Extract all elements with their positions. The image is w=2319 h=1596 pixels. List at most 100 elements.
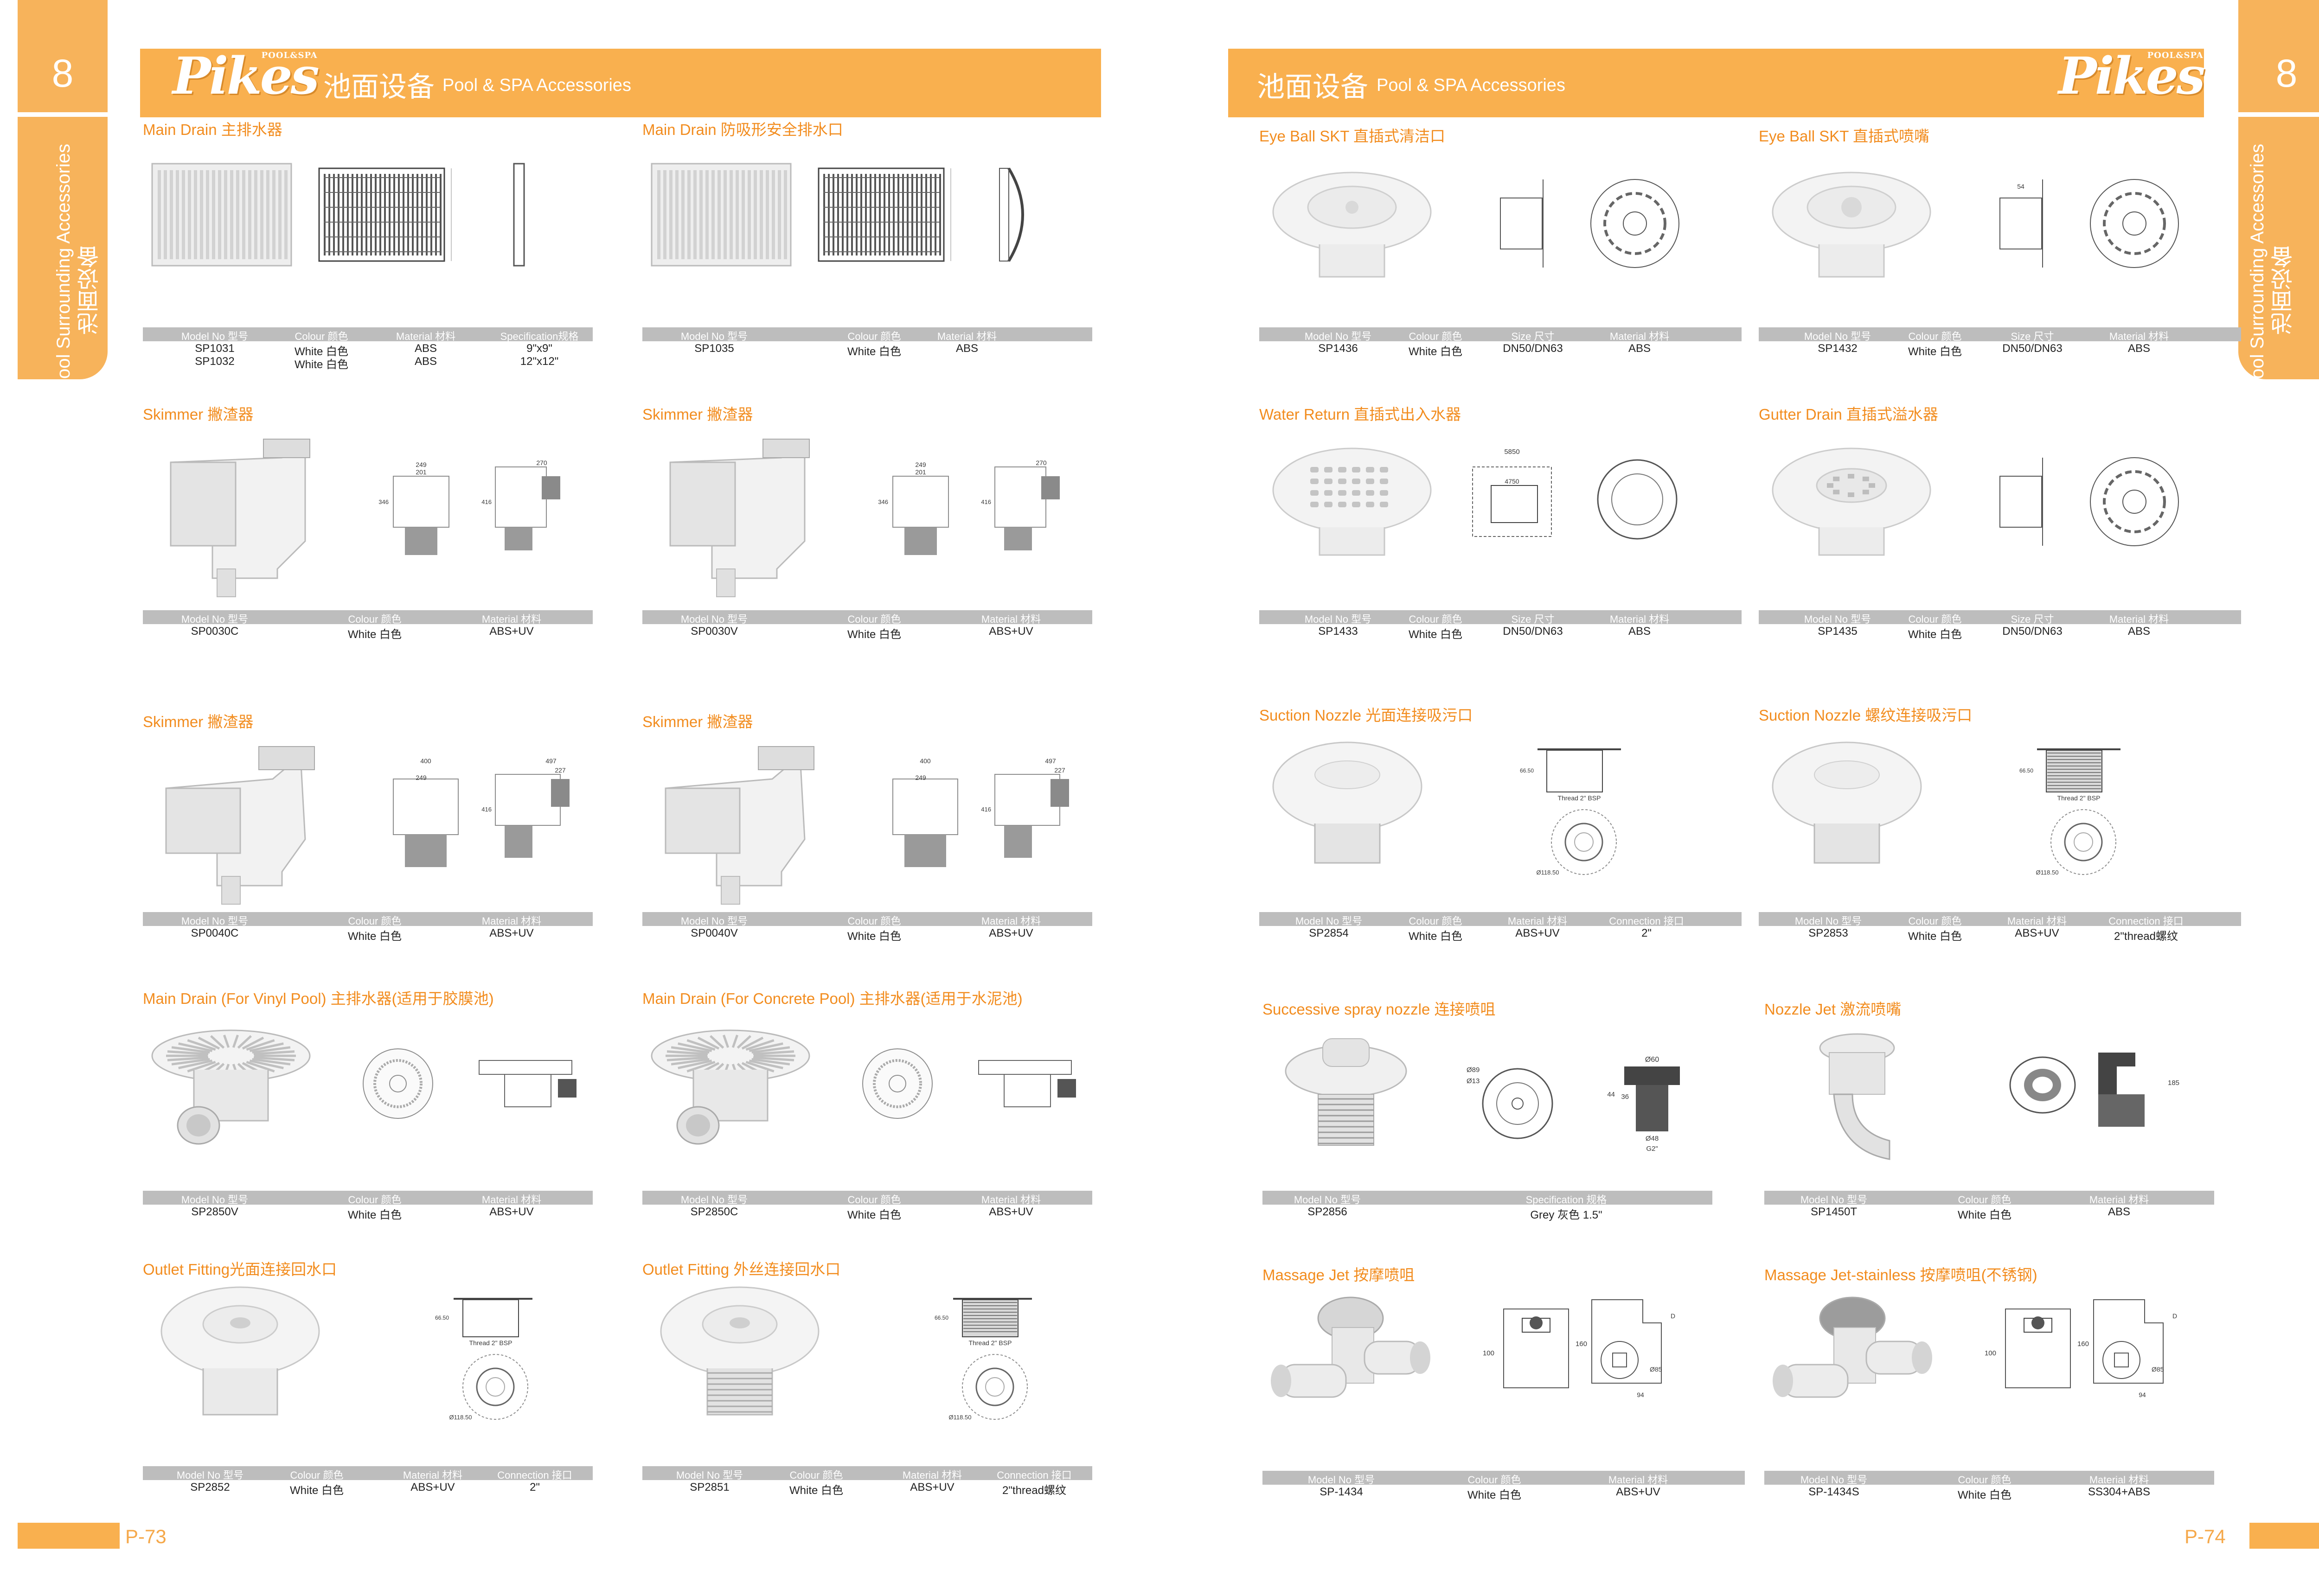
spec-cell: 2" (1641, 927, 1652, 939)
product-title: Outlet Fitting 外丝连接回水口 (642, 1261, 841, 1278)
product-title: Main Drain (For Vinyl Pool) 主排水器(适用于胶膜池) (143, 990, 494, 1007)
spec-cell: White 白色 (847, 345, 902, 358)
dim-label: 227 (555, 766, 566, 774)
spec-header-cell: Colour 颜色 (1409, 915, 1462, 927)
spec-header-cell: Connection 接口 (2108, 915, 2184, 927)
spec-header-cell: Connection 接口 (997, 1469, 1072, 1481)
dim-label: 4750 (1505, 478, 1519, 485)
right-section-tab (2238, 0, 2319, 112)
left-banner-cn: 池面设备 (323, 71, 435, 103)
dim-label: 100 (1483, 1349, 1494, 1357)
dim-label: G2" (1646, 1145, 1658, 1153)
spec-header-cell: Colour 颜色 (1908, 915, 1962, 927)
spec-header-cell: Model No 型号 (181, 915, 249, 927)
spec-header-cell: Colour 颜色 (1467, 1474, 1521, 1486)
dim-label: 249 (915, 461, 926, 468)
spec-cell: ABS (2108, 1206, 2131, 1218)
product-title: Outlet Fitting光面连接回水口 (143, 1261, 337, 1278)
spec-cell: 2"thread螺纹 (2114, 930, 2178, 943)
dim-label: Ø89 (1467, 1066, 1480, 1074)
dim-label: 201 (915, 468, 926, 476)
spec-header-cell: Connection 接口 (497, 1469, 572, 1481)
product-title: Skimmer 撇渣器 (143, 713, 254, 730)
spec-header-cell: Colour 颜色 (295, 331, 348, 342)
spec-cell: SS304+ABS (2088, 1486, 2151, 1498)
dim-label: Ø60 (1645, 1056, 1659, 1064)
spec-cell: White 白色 (1957, 1489, 2012, 1501)
spec-header-cell: Colour 颜色 (847, 613, 901, 625)
spec-header-cell: Specification 规格 (1525, 1194, 1607, 1206)
product-title: Suction Nozzle 螺纹连接吸污口 (1759, 707, 1973, 724)
spec-header-cell: Model No 型号 (1800, 1474, 1868, 1486)
spec-header-cell: Colour 颜色 (847, 915, 901, 927)
spec-header-cell: Colour 颜色 (847, 331, 901, 342)
dim-label: 249 (416, 774, 427, 781)
spec-header-cell: Colour 颜色 (1409, 331, 1462, 342)
right-section-label-cn: 池面设备 (2272, 246, 2296, 335)
dim-label: 249 (416, 461, 427, 468)
spec-cell: ABS+UV (489, 625, 534, 638)
dim-label: 94 (2139, 1391, 2146, 1398)
product-title: Massage Jet 按摩喷咀 (1262, 1266, 1415, 1283)
dim-label: 346 (878, 498, 888, 505)
spec-header-cell: Material 材料 (2109, 613, 2169, 625)
spec-cell: White 白色 (347, 1209, 402, 1221)
product-title: Main Drain 主排水器 (143, 121, 282, 138)
spec-cell: SP1031 (195, 342, 235, 355)
spec-cell: White 白色 (789, 1484, 844, 1497)
dim-label: 270 (1036, 459, 1047, 466)
left-section-label-en: Pool Surrounding Accessories (53, 144, 74, 391)
spec-cell: SP2856 (1307, 1206, 1347, 1218)
product-title: Water Return 直插式出入水器 (1259, 406, 1461, 423)
product-title: Skimmer 撇渣器 (642, 406, 753, 423)
spec-cell: SP2850V (191, 1206, 238, 1218)
dim-label: 497 (545, 757, 557, 765)
spec-header-cell: Material 材料 (481, 613, 542, 625)
spec-cell: White 白色 (1467, 1489, 1522, 1501)
right-banner-cn: 池面设备 (1257, 71, 1368, 103)
dim-label: 44 (1607, 1091, 1615, 1098)
spec-cell: ABS+UV (410, 1481, 455, 1494)
spec-cell: SP1433 (1318, 625, 1358, 638)
spec-header-cell: Material 材料 (481, 915, 542, 927)
spec-cell: SP1032 (195, 355, 235, 368)
product-title: Nozzle Jet 激流喷嘴 (1764, 1001, 1902, 1018)
spec-cell: ABS+UV (989, 927, 1033, 939)
spec-cell: DN50/DN63 (2002, 625, 2063, 638)
spec-cell: White 白色 (1908, 930, 1962, 943)
dim-label: 201 (416, 468, 427, 476)
spec-cell: SP1450T (1810, 1206, 1858, 1218)
spec-header-cell: Colour 颜色 (1908, 331, 1962, 342)
spec-cell: ABS (1628, 342, 1651, 355)
dim-label: Ø118.50 (449, 1414, 472, 1421)
spec-header-cell: Size 尺寸 (2011, 331, 2054, 342)
spec-cell: SP0040C (191, 927, 239, 939)
spec-cell: White 白色 (294, 358, 349, 371)
dim-label: Ø13 (1467, 1077, 1480, 1085)
spec-header-cell: Colour 颜色 (1958, 1474, 2012, 1486)
dim-label: 416 (481, 498, 492, 505)
spec-header-cell: Model No 型号 (680, 1194, 748, 1206)
dim-label: Ø85 (1650, 1366, 1662, 1373)
